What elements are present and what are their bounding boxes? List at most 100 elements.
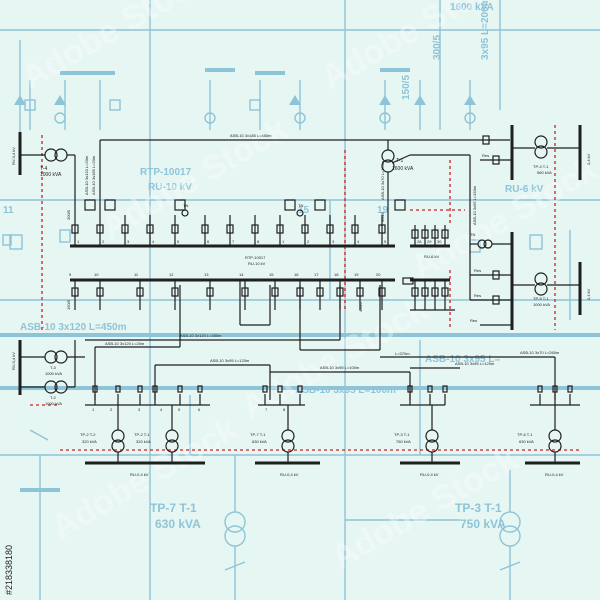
cell-number-top: 2 — [102, 239, 105, 244]
bus-cell-number: 6 — [198, 407, 201, 412]
fuse-icon — [552, 385, 558, 393]
tn-icon — [181, 209, 189, 217]
t3-voltage: RV-0,4 kV — [11, 352, 16, 370]
red-boundaries — [30, 125, 580, 451]
t4-name: T-4 — [40, 166, 47, 172]
breaker-ru6-bottom — [441, 287, 449, 297]
tn-icon — [296, 209, 304, 217]
bus-cell-number: 1 — [92, 407, 95, 412]
tn-label: TN — [298, 203, 303, 208]
cell-number-top: 4 — [357, 239, 360, 244]
breaker-top — [171, 224, 179, 234]
breaker-bottom — [241, 287, 249, 297]
fuse-icon — [262, 385, 268, 393]
ru04-label-1: RU-0,4 kV — [130, 472, 149, 477]
cell-number-top: 3 — [127, 239, 130, 244]
transformer-t4-group: T-4 1000 kVA RV-0,4 kV — [11, 132, 76, 215]
bg-label-top-kva: 1600 kVA — [450, 2, 494, 13]
tp4-name: TP-4 T-1 — [533, 164, 549, 169]
tn-label-ru6: TN — [470, 232, 475, 237]
breaker-top — [251, 224, 259, 234]
fuse-icon — [427, 385, 433, 393]
tp3-name: TP-3 T-1 — [394, 432, 410, 437]
tp2a-name: TP-2 T-2 — [80, 432, 96, 437]
t2-winding-1 — [44, 380, 58, 394]
breaker-bottom — [71, 287, 79, 297]
ct-label-150: 150/5 — [66, 299, 71, 310]
bg-label-rtp: RTP-10017 — [140, 167, 192, 178]
ru6-cell-number: 30 — [437, 239, 442, 244]
bus-cell-number: 3 — [138, 407, 141, 412]
bg-label-tp7: TP-7 T-1 — [150, 501, 197, 515]
cell-number-bottom: 9 — [69, 272, 72, 277]
breaker-bottom — [136, 287, 144, 297]
cable-c6-label: ASB-10 3x95 L=120m — [455, 361, 495, 366]
t3-name: T-3 — [50, 365, 57, 370]
breaker-ru6-bottom — [411, 287, 419, 297]
res-label-1: Res — [474, 268, 481, 273]
tn-label: TN — [183, 203, 188, 208]
bg-label-cable: 3x95 L=200m — [480, 0, 491, 60]
breaker-top — [301, 224, 309, 234]
cell-number-bottom: 20 — [376, 272, 381, 277]
cable-c5-label: ASB-10 3x70 L=260m — [520, 350, 560, 355]
tp5-voltage: 0,4 kV — [586, 288, 591, 300]
bg-num-11: 11 — [3, 205, 14, 216]
cell-number-top: 2 — [307, 239, 310, 244]
tp5-kva: 1000 kVA — [533, 302, 550, 307]
cell-number-bottom: 13 — [204, 272, 209, 277]
bg-label-tp3: TP-3 T-1 — [455, 501, 502, 515]
v-label-1: ASB-10 3x120 L=20m — [84, 155, 89, 195]
breaker-top — [201, 224, 209, 234]
fuse-icon — [567, 385, 573, 393]
bg-label-300: 300/5 — [432, 35, 443, 60]
tp5-winding-2 — [534, 282, 548, 296]
switch-box — [394, 199, 406, 211]
v-label-2: ASB-10 3x70 L=150m — [380, 160, 385, 200]
bus-cell-number: 8 — [283, 407, 286, 412]
transformer-t4-winding-1 — [44, 148, 58, 162]
tp6-kva: 630 kVA — [519, 439, 534, 444]
fuse-icon — [277, 385, 283, 393]
tp2a-kva: 320 kVA — [82, 439, 97, 444]
tp4-kva: 560 kVA — [537, 170, 552, 175]
switch-box — [104, 199, 116, 211]
breaker-top — [351, 224, 359, 234]
ru04-label-2: RU-0,4 kV — [280, 472, 299, 477]
cable-c4-label: ASB-10 3x95 L=100m — [320, 365, 360, 370]
tp2b-kva: 320 kVA — [136, 439, 151, 444]
fuse-icon — [197, 385, 203, 393]
breaker-bottom — [171, 287, 179, 297]
tp7-kva: 630 kVA — [252, 439, 267, 444]
bus-cell-number: 2 — [110, 407, 113, 412]
cell-number-top: 5 — [384, 239, 387, 244]
bg-label-tp3-kva: 750 kVA — [460, 517, 506, 531]
t4-voltage: RV-0,4 kV — [11, 147, 16, 165]
breaker-bottom — [271, 287, 279, 297]
ru6-label: RU-6 kV — [424, 254, 439, 259]
tp4-winding-2 — [534, 145, 548, 159]
ru04-label-4: RU-0,4 kV — [545, 472, 564, 477]
cell-number-bottom: 12 — [169, 272, 174, 277]
cable-c2-label: ASB-10 3x120 L=20m — [105, 341, 145, 346]
breaker-top — [276, 224, 284, 234]
t1-kva: 1600 kVA — [392, 166, 414, 172]
breaker-ru6-bottom — [431, 287, 439, 297]
bg-num-15: 15 — [298, 205, 310, 216]
switch-box — [284, 199, 296, 211]
ct-label-300-b: 300/5 — [380, 211, 385, 222]
cable-c7-label: L=370m — [395, 351, 410, 356]
breaker-bottom — [356, 287, 364, 297]
tp6-winding-1 — [548, 429, 562, 443]
bus-cell-number: 4 — [160, 407, 163, 412]
feeder-cables: ASB-10 3x120 L=450m ASB-10 3x120 L=20m A… — [85, 280, 560, 400]
breaker-bottom — [378, 287, 386, 297]
breaker-top — [146, 224, 154, 234]
cell-number-top: 3 — [332, 239, 335, 244]
